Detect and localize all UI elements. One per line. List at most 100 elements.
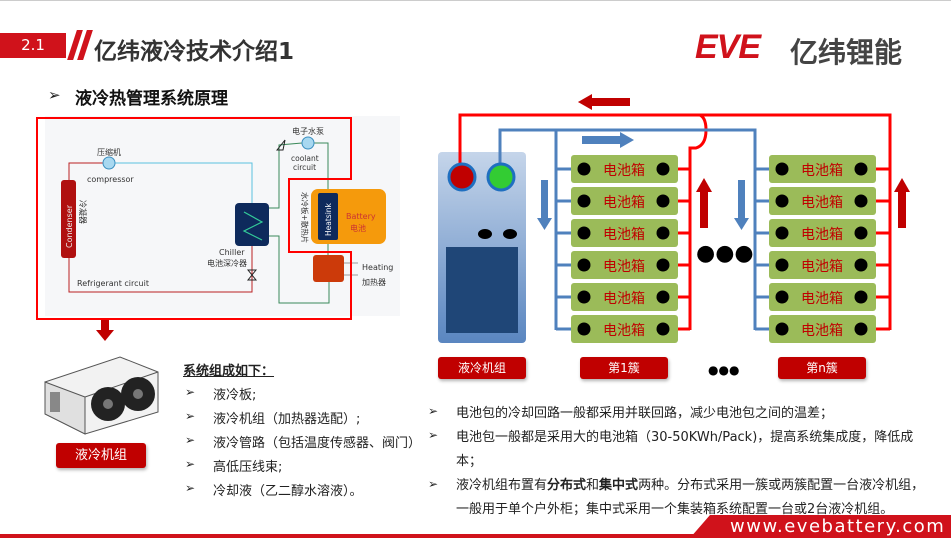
- battery-box-label: 电池箱: [801, 163, 843, 179]
- battery-box-label: 电池箱: [603, 195, 645, 211]
- logo: EVE: [695, 28, 761, 66]
- unit-label-button: 液冷机组: [56, 443, 146, 468]
- section-number: 2.1: [0, 33, 66, 58]
- battery-box-label: 电池箱: [801, 195, 843, 211]
- battery-en: Battery: [346, 212, 376, 221]
- components-title: 系统组成如下：: [183, 364, 275, 379]
- logo-cn: 亿纬锂能: [790, 36, 903, 69]
- bullet-icon: ➢: [428, 428, 439, 442]
- port-dot: [656, 194, 670, 208]
- footer-url: www.evebattery.com: [730, 516, 946, 537]
- coolant-line: [269, 142, 329, 209]
- port-dot: [656, 322, 670, 336]
- battery-box: [571, 315, 678, 343]
- condenser: [61, 180, 76, 258]
- footer-line: [0, 534, 951, 538]
- port-dot: [775, 322, 789, 336]
- battery-box-label: 电池箱: [801, 259, 843, 275]
- battery-box: [769, 251, 876, 279]
- chiller-unit-image: [44, 356, 159, 435]
- port-dot: [775, 290, 789, 304]
- battery-box-label: 电池箱: [603, 163, 645, 179]
- compressor-cn: 压缩机: [97, 147, 121, 157]
- refrigerant-label: Refrigerant circuit: [77, 279, 149, 288]
- thermal-schematic: Condenser 冷凝器 压缩机 compressor Refrigerant…: [36, 116, 400, 341]
- bullet-icon: ➢: [185, 457, 196, 471]
- note-item: 电池包的冷却回路一般都采用并联回路，减少电池包之间的温差；: [456, 406, 834, 421]
- down-arrow-icon: [101, 320, 109, 330]
- bullet-icon: ➢: [48, 86, 61, 104]
- battery-box: [769, 155, 876, 183]
- pump-icon: [301, 136, 315, 150]
- compressor-icon: [102, 156, 116, 170]
- highlight-outline: [36, 117, 352, 320]
- port-dot: [577, 194, 591, 208]
- port-dot: [577, 226, 591, 240]
- battery-box-label: 电池箱: [603, 323, 645, 339]
- flow-down-arrow-icon: [734, 180, 749, 230]
- component-item: 液冷板;: [213, 388, 257, 403]
- expansion-valve-icon: [246, 269, 258, 281]
- flow-left-arrow-icon: [578, 94, 630, 110]
- battery-box: [769, 283, 876, 311]
- flow-up-arrow-icon: [894, 178, 910, 228]
- heating-cn: 加热器: [362, 277, 386, 287]
- port-dot: [656, 258, 670, 272]
- condenser-label: Condenser: [65, 204, 74, 248]
- heatsink: [318, 193, 338, 240]
- compressor-en: compressor: [87, 175, 134, 184]
- component-item: 液冷管路（包括温度传感器、阀门）: [213, 436, 422, 451]
- flow-down-arrow-icon: [537, 180, 552, 230]
- chiller: [235, 203, 269, 246]
- chiller-en: Chiller: [219, 248, 245, 257]
- bullet-icon: ➢: [185, 481, 196, 495]
- port-dot: [854, 194, 868, 208]
- port-dot: [656, 290, 670, 304]
- port-dot: [577, 258, 591, 272]
- port-dot: [854, 290, 868, 304]
- unit-panel: [446, 247, 518, 333]
- ellipsis: ●●●: [696, 241, 754, 266]
- valve-icon: [275, 139, 286, 151]
- port-dot: [577, 290, 591, 304]
- page-title: 亿纬液冷技术介绍1: [94, 39, 295, 65]
- port-dot: [854, 258, 868, 272]
- port-dot: [577, 322, 591, 336]
- bullet-icon: ➢: [428, 477, 439, 491]
- coolant-label: circuit: [293, 163, 316, 172]
- bullet-icon: ➢: [185, 433, 196, 447]
- port-dot: [854, 226, 868, 240]
- cold-pipe: [498, 128, 757, 330]
- heatsink-label: Heatsink: [324, 202, 333, 236]
- port-dot: [775, 194, 789, 208]
- coolant-line: [269, 235, 330, 304]
- chiller-cn: 电池深冷器: [207, 258, 247, 268]
- battery-box-label: 电池箱: [801, 323, 843, 339]
- label-cluster-n: 第n簇: [778, 357, 866, 379]
- battery-box: [571, 155, 678, 183]
- heater: [313, 255, 344, 282]
- refrigerant-line: [68, 162, 103, 180]
- section-heading: 液冷热管理系统原理: [75, 89, 228, 109]
- suction-line: [115, 162, 253, 203]
- footer-band: [690, 515, 951, 538]
- port-dot: [775, 258, 789, 272]
- port-dot: [656, 226, 670, 240]
- battery-box: [571, 219, 678, 247]
- component-item: 冷却液（乙二醇水溶液）。: [213, 484, 363, 499]
- battery-box-label: 电池箱: [801, 291, 843, 307]
- battery-box-label: 电池箱: [801, 227, 843, 243]
- label-unit: 液冷机组: [438, 357, 526, 379]
- port-dot: [854, 162, 868, 176]
- coolant-label: coolant: [291, 154, 319, 163]
- bullet-icon: ➢: [185, 409, 196, 423]
- port-dot: [775, 162, 789, 176]
- component-item: 高低压线束;: [213, 460, 283, 475]
- flow-right-arrow-icon: [582, 132, 634, 148]
- bullet-icon: ➢: [428, 404, 439, 418]
- port-dot: [854, 322, 868, 336]
- cold-port: [486, 162, 516, 192]
- unit-dot: [478, 229, 492, 239]
- battery-box: [571, 187, 678, 215]
- pump-cn: 电子水泵: [292, 126, 324, 136]
